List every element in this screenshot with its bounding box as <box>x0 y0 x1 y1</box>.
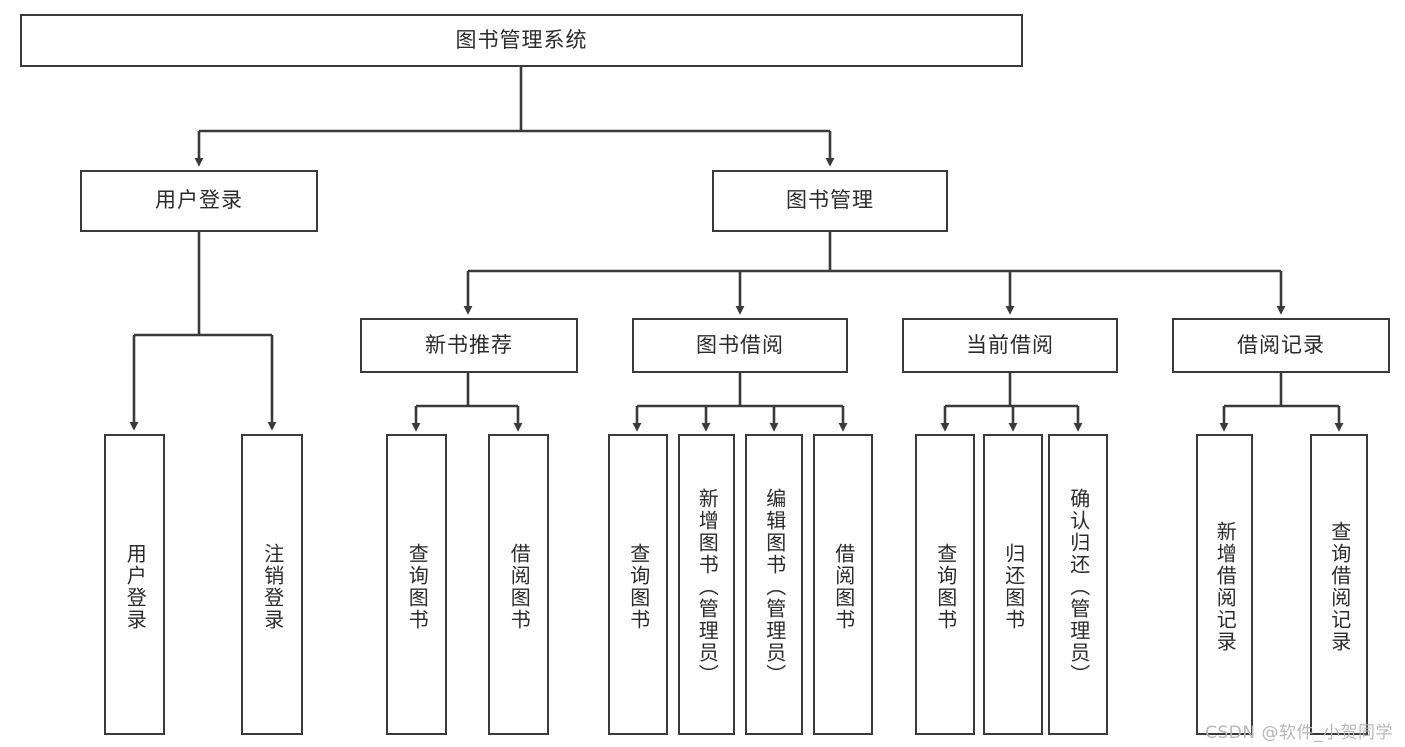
node-current-borrowing[interactable]: 当前借阅 <box>902 318 1118 373</box>
node-label: 新书推荐 <box>425 332 513 357</box>
leaf-edit-book-admin[interactable]: 编辑图书（管理员） <box>745 434 803 735</box>
node-label: 查询借阅记录 <box>1327 520 1352 653</box>
csdn-watermark: CSDN @软件_小贺同学 <box>1205 723 1393 743</box>
node-label: 图书管理系统 <box>455 27 588 52</box>
leaf-borrow-book-borrowing[interactable]: 借阅图书 <box>813 434 873 735</box>
node-label: 编辑图书（管理员） <box>762 487 787 686</box>
node-label: 查询图书 <box>933 542 958 631</box>
node-label: 查询图书 <box>405 542 430 631</box>
node-label: 新增借阅记录 <box>1213 520 1238 653</box>
node-label: 查询图书 <box>626 542 651 631</box>
node-borrowing-record[interactable]: 借阅记录 <box>1172 318 1390 373</box>
node-label: 确认归还（管理员） <box>1066 487 1091 686</box>
leaf-add-book-admin[interactable]: 新增图书（管理员） <box>678 434 735 735</box>
leaf-logout[interactable]: 注销登录 <box>241 434 303 735</box>
node-book-borrowing[interactable]: 图书借阅 <box>632 318 848 373</box>
leaf-query-book-new-book[interactable]: 查询图书 <box>386 434 447 735</box>
leaf-query-borrowing-record[interactable]: 查询借阅记录 <box>1310 434 1368 735</box>
leaf-add-borrowing-record[interactable]: 新增借阅记录 <box>1196 434 1253 735</box>
leaf-user-login[interactable]: 用户登录 <box>104 434 165 735</box>
node-label: 注销登录 <box>260 542 285 631</box>
leaf-query-book-current[interactable]: 查询图书 <box>915 434 975 735</box>
node-user-login[interactable]: 用户登录 <box>80 170 318 232</box>
node-label: 新增图书（管理员） <box>695 487 720 686</box>
leaf-confirm-return-admin[interactable]: 确认归还（管理员） <box>1048 434 1108 735</box>
node-label: 图书管理 <box>786 188 874 213</box>
leaf-query-book-borrowing[interactable]: 查询图书 <box>608 434 668 735</box>
node-label: 用户登录 <box>155 188 243 213</box>
node-label: 借阅记录 <box>1237 332 1325 357</box>
node-label: 图书借阅 <box>696 332 784 357</box>
node-label: 归还图书 <box>1001 542 1026 631</box>
node-label: 用户登录 <box>123 542 148 631</box>
node-book-management[interactable]: 图书管理 <box>712 170 948 232</box>
node-label: 借阅图书 <box>507 542 532 631</box>
node-label: 借阅图书 <box>831 542 856 631</box>
leaf-return-book[interactable]: 归还图书 <box>983 434 1043 735</box>
node-root-book-management-system[interactable]: 图书管理系统 <box>20 14 1023 67</box>
node-label: 当前借阅 <box>966 332 1054 357</box>
node-new-book-recommendation[interactable]: 新书推荐 <box>360 318 578 373</box>
leaf-borrow-book-new-book[interactable]: 借阅图书 <box>488 434 549 735</box>
